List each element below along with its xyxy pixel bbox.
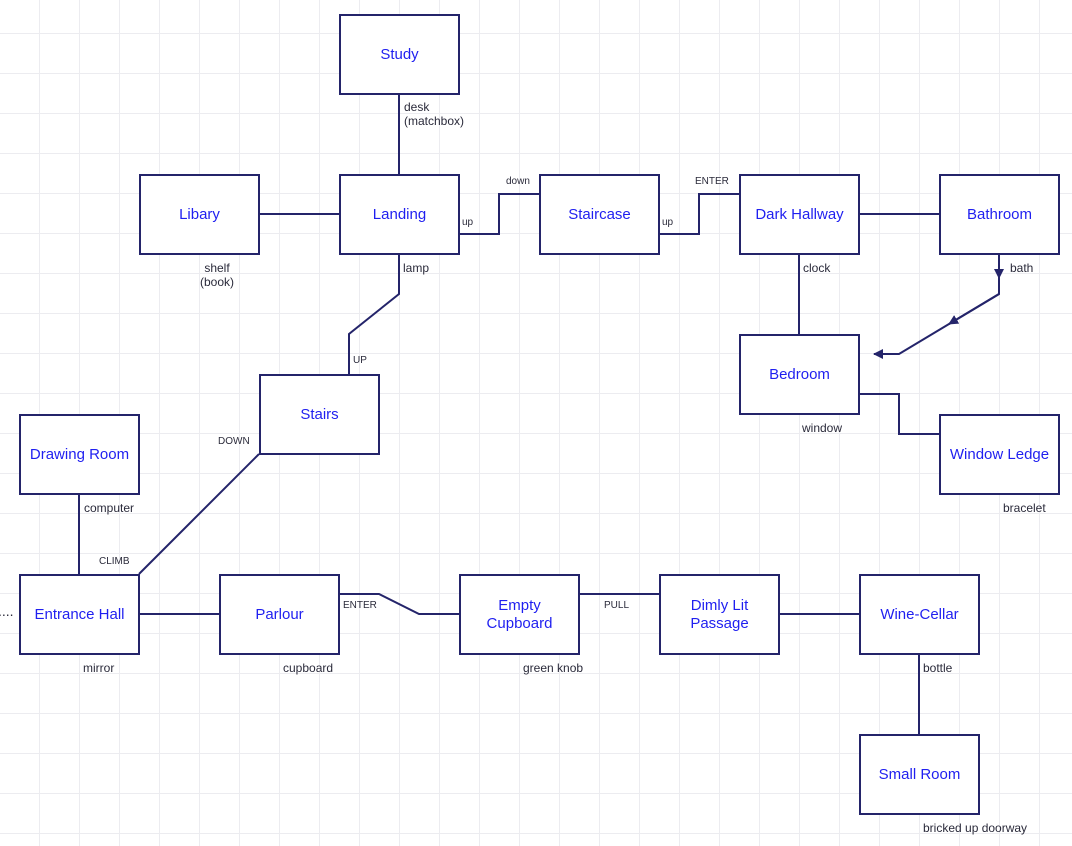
label-climb: CLIMB	[99, 556, 130, 567]
note-window: window	[802, 421, 843, 435]
bedroom-window-ledge-link	[859, 393, 939, 435]
room-bathroom[interactable]: Bathroom	[939, 174, 1060, 255]
label-pull: PULL	[604, 600, 630, 611]
continuation-dots: ....	[0, 603, 14, 619]
bath-bedroom-arrow	[873, 278, 1000, 359]
note-lamp: lamp	[403, 261, 430, 275]
note-clock: clock	[803, 261, 831, 275]
room-drawing-room[interactable]: Drawing Room	[19, 414, 140, 495]
room-landing[interactable]: Landing	[339, 174, 460, 255]
note-shelf-book: shelf (book)	[200, 261, 235, 289]
room-empty-cupboard[interactable]: Empty Cupboard	[459, 574, 580, 655]
room-libary[interactable]: Libary	[139, 174, 260, 255]
landing-stairs-link	[348, 254, 400, 374]
label-enter-hallway: ENTER	[695, 176, 729, 187]
landing-staircase-link	[459, 193, 539, 235]
room-window-ledge[interactable]: Window Ledge	[939, 414, 1060, 495]
note-green-knob: green knob	[523, 661, 584, 675]
parlour-cupboard-link	[339, 593, 459, 615]
note-mirror: mirror	[83, 661, 115, 675]
room-study[interactable]: Study	[339, 14, 460, 95]
room-bedroom[interactable]: Bedroom	[739, 334, 860, 415]
note-desk-matchbox: desk (matchbox)	[404, 100, 465, 128]
note-bricked-up-doorway: bricked up doorway	[923, 821, 1028, 835]
label-up-stairs: UP	[353, 355, 367, 366]
label-down: down	[506, 176, 530, 187]
note-computer: computer	[84, 501, 135, 515]
room-small-room[interactable]: Small Room	[859, 734, 980, 815]
label-up-landing: up	[462, 217, 474, 228]
label-up-staircase: up	[662, 217, 674, 228]
room-stairs[interactable]: Stairs	[259, 374, 380, 455]
stairs-entrance-link	[138, 453, 260, 575]
room-parlour[interactable]: Parlour	[219, 574, 340, 655]
note-bath: bath	[1010, 261, 1034, 275]
bath-bedroom-arrow-mid	[948, 293, 1000, 325]
room-dimly-lit-passage[interactable]: Dimly Lit Passage	[659, 574, 780, 655]
room-wine-cellar[interactable]: Wine-Cellar	[859, 574, 980, 655]
room-entrance-hall[interactable]: Entrance Hall	[19, 574, 140, 655]
note-bottle: bottle	[923, 661, 953, 675]
label-enter-parlour: ENTER	[343, 600, 377, 611]
note-cupboard: cupboard	[283, 661, 334, 675]
room-staircase[interactable]: Staircase	[539, 174, 660, 255]
label-down-stairs: DOWN	[218, 436, 250, 447]
note-bracelet: bracelet	[1003, 501, 1046, 515]
room-dark-hallway[interactable]: Dark Hallway	[739, 174, 860, 255]
staircase-hallway-link	[659, 193, 739, 235]
